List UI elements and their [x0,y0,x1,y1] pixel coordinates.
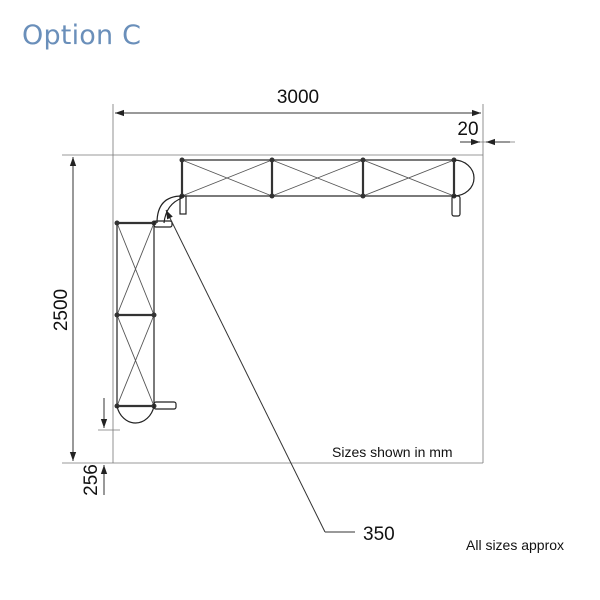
curve-radius-leader: 350 [165,209,395,545]
width-label: 3000 [277,87,319,108]
page-title: Option C [22,20,142,51]
approx-note: All sizes approx [466,537,564,553]
depth-label: 2500 [51,289,72,331]
top-truss-wall [179,157,457,199]
curve-radius-label: 350 [363,524,395,545]
end-offset-label: 20 [457,119,478,140]
right-end-cap [451,159,475,217]
side-offset-dimension: 256 [81,398,108,496]
units-note: Sizes shown in mm [332,444,453,460]
width-dimension: 3000 [115,87,481,117]
left-truss-wall [114,220,173,409]
depth-dimension: 2500 [51,157,77,461]
corner-curve-connector [156,195,187,224]
side-offset-label: 256 [81,464,102,496]
end-offset-dimension: 20 [457,119,510,146]
bottom-end-cap [116,401,177,424]
footprint-outline [62,104,515,464]
